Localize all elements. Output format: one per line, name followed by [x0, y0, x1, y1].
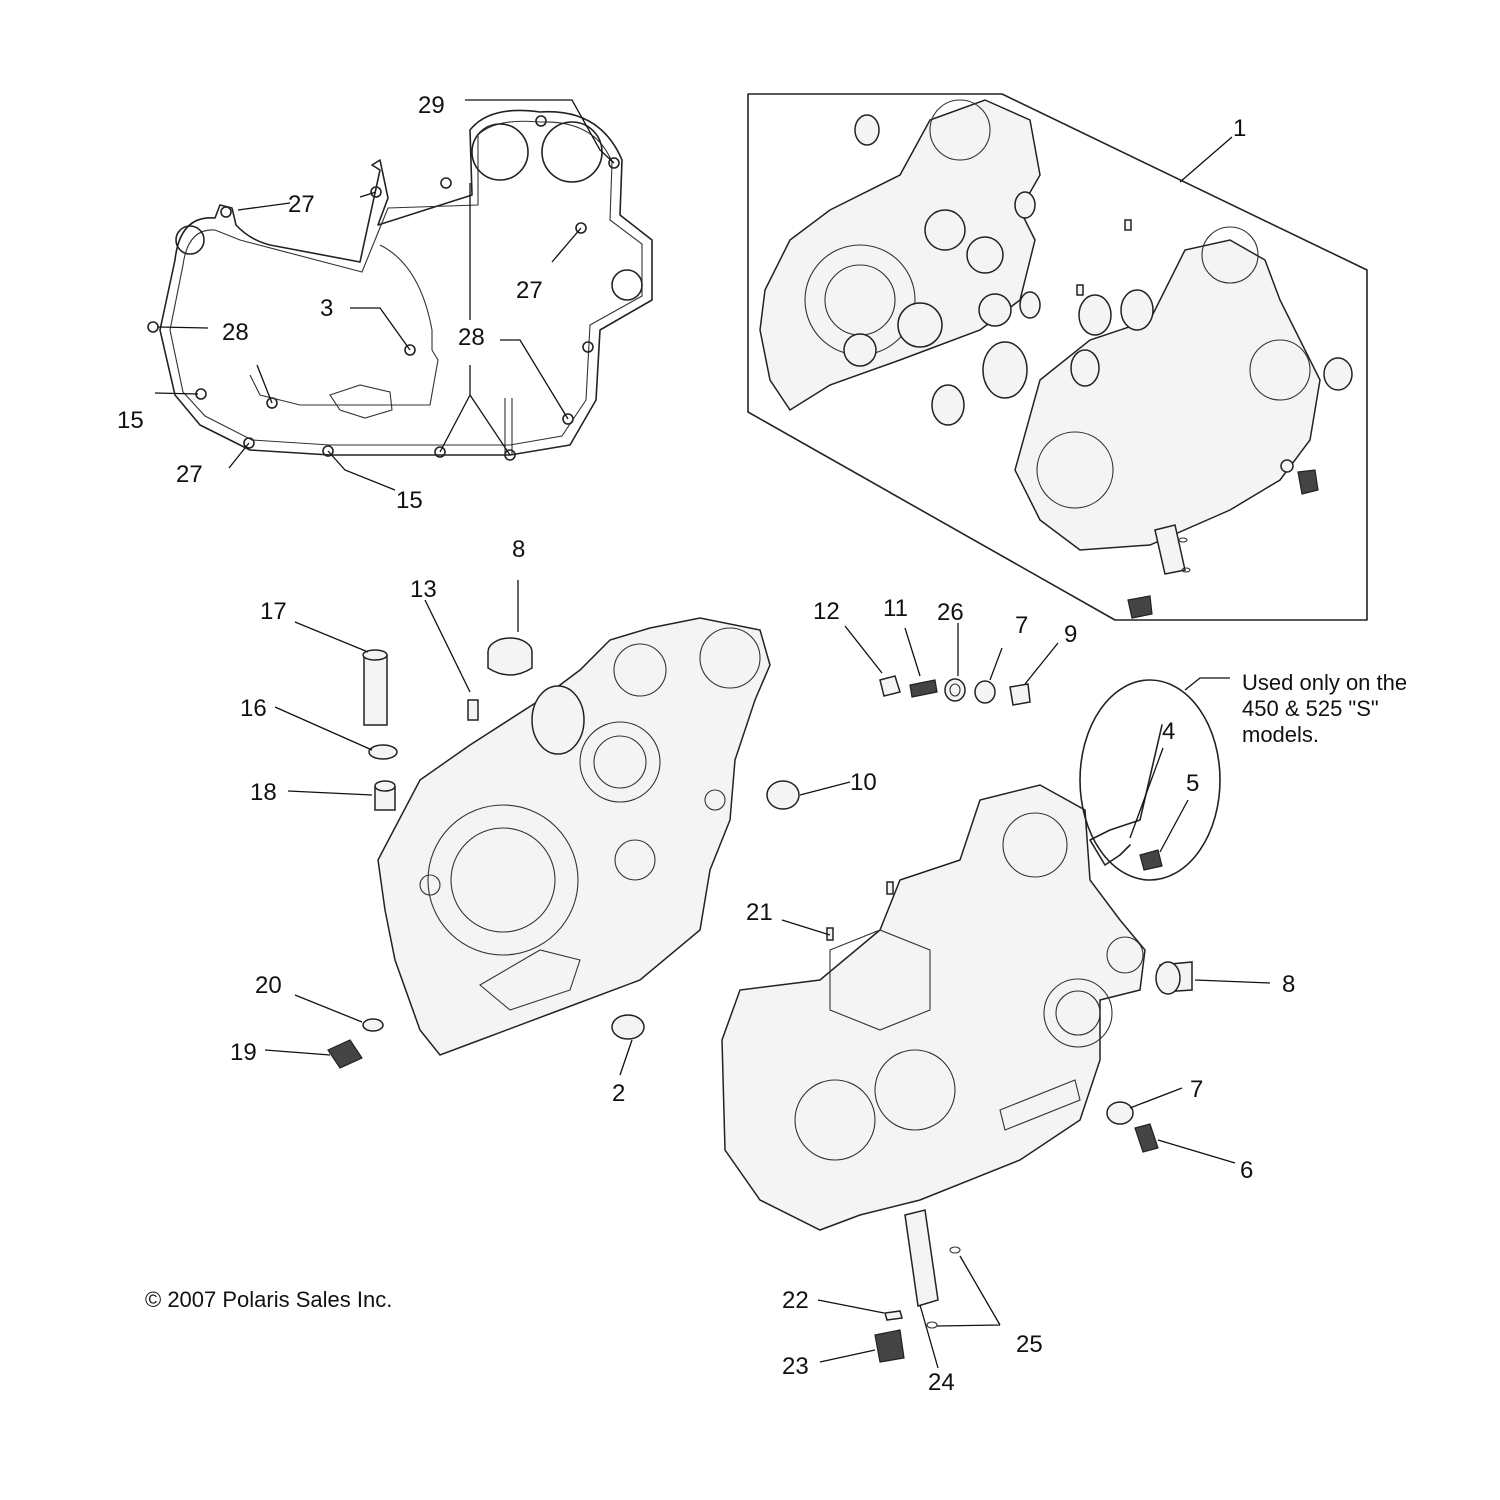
callout-17: 17	[260, 598, 287, 625]
callout-15: 15	[117, 407, 144, 434]
callout-18: 18	[250, 779, 277, 806]
callout-27: 27	[516, 277, 543, 304]
copyright-text: © 2007 Polaris Sales Inc.	[145, 1287, 392, 1312]
usage-note-line-3: models.	[1242, 722, 1319, 747]
callout-8: 8	[512, 536, 525, 563]
callout-11: 11	[883, 595, 908, 622]
callout-22: 22	[782, 1287, 809, 1314]
callout-27: 27	[288, 191, 315, 218]
callout-24: 24	[928, 1369, 955, 1396]
callout-20: 20	[255, 972, 282, 999]
crankcase-assembly-box	[747, 93, 1368, 621]
callout-13: 13	[410, 576, 437, 603]
callout-27: 27	[176, 461, 203, 488]
callout-29: 29	[418, 92, 445, 119]
callout-23: 23	[782, 1353, 809, 1380]
callout-28: 28	[458, 324, 485, 351]
callout-10: 10	[850, 769, 877, 796]
callout-4: 4	[1162, 718, 1175, 745]
callout-25: 25	[1016, 1331, 1043, 1358]
callout-12: 12	[813, 598, 840, 625]
usage-note-line-2: 450 & 525 "S"	[1242, 696, 1379, 721]
callout-19: 19	[230, 1039, 257, 1066]
callout-26: 26	[937, 599, 964, 626]
callout-1: 1	[1233, 115, 1246, 142]
callout-7: 7	[1015, 612, 1028, 639]
callout-15: 15	[396, 487, 423, 514]
usage-note: Used only on the 450 & 525 "S" models.	[1242, 670, 1407, 747]
callout-6: 6	[1240, 1157, 1253, 1184]
usage-note-line-1: Used only on the	[1242, 670, 1407, 695]
callout-3: 3	[320, 295, 333, 322]
callout-16: 16	[240, 695, 267, 722]
callout-9: 9	[1064, 621, 1077, 648]
right-crankcase-half	[721, 784, 1146, 1231]
callout-2: 2	[612, 1080, 625, 1107]
callout-8: 8	[1282, 971, 1295, 998]
gasket-drawing	[147, 109, 653, 461]
callout-5: 5	[1186, 770, 1199, 797]
left-crankcase-half	[377, 617, 771, 1056]
leader-lines	[154, 99, 1271, 1369]
callout-28: 28	[222, 319, 249, 346]
gasket-bolt-holes	[147, 115, 620, 461]
callout-labels: 29 27 27 27 3 28 28 15 15 1 8 17 13 16 1…	[117, 92, 1295, 1396]
callout-7: 7	[1190, 1076, 1203, 1103]
small-parts	[327, 637, 1221, 1363]
callout-21: 21	[746, 899, 773, 926]
